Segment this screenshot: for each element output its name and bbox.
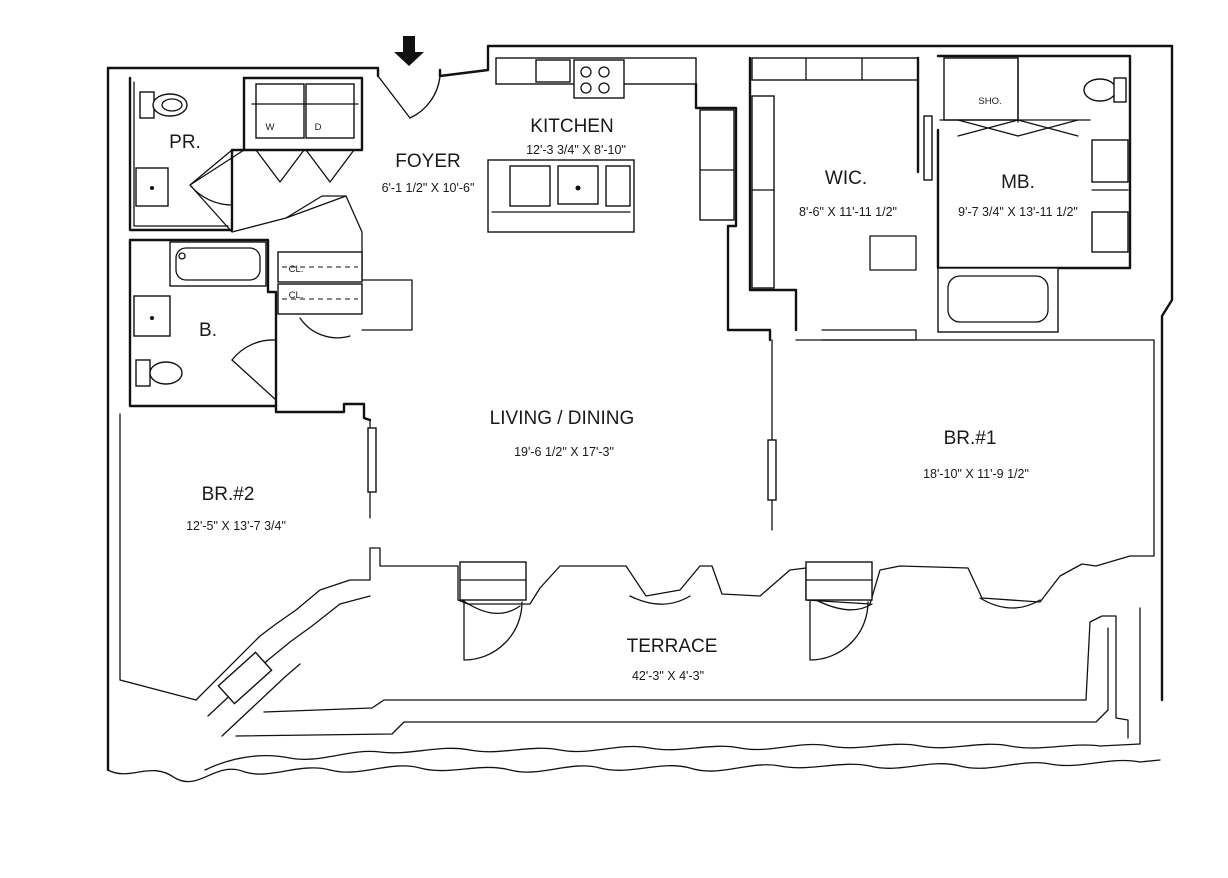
kitchen <box>487 57 738 233</box>
mb-dims: 9'-7 3/4" X 13'-11 1/2" <box>958 205 1078 219</box>
bedroom-2 <box>119 413 197 701</box>
foyer-dims: 6'-1 1/2" X 10'-6" <box>382 181 475 195</box>
br1-label: BR.#1 <box>944 428 997 449</box>
mb-label: MB. <box>1001 172 1035 193</box>
living-dining-dims: 19'-6 1/2" X 17'-3" <box>514 445 614 459</box>
shower-label: SHO. <box>978 96 1001 107</box>
kitchen-dims: 12'-3 3/4" X 8'-10" <box>526 143 626 157</box>
living-dining-label: LIVING / DINING <box>490 408 635 429</box>
closet-2-label: CL. <box>289 290 304 301</box>
terrace-label: TERRACE <box>627 636 718 657</box>
pr-label: PR. <box>169 132 201 153</box>
entry-door <box>377 68 442 119</box>
br2-dims: 12'-5" X 13'-7 3/4" <box>186 519 286 533</box>
exterior-walls <box>106 44 1174 783</box>
b-label: B. <box>199 320 217 341</box>
kitchen-label: KITCHEN <box>530 116 613 137</box>
bathroom-b <box>128 238 278 408</box>
entry-arrow-icon <box>394 36 424 66</box>
powder-room <box>128 76 246 232</box>
wic-label: WIC. <box>825 168 867 189</box>
living-dining <box>274 224 777 531</box>
room-labels: PR. W D FOYER 6'-1 1/2" X 10'-6" KITCHEN… <box>169 96 1078 683</box>
closet-1-label: CL. <box>289 264 304 275</box>
dryer-label: D <box>315 122 322 133</box>
laundry-closet <box>242 76 364 183</box>
terrace-dims: 42'-3" X 4'-3" <box>632 669 704 683</box>
wic-dims: 8'-6" X 11'-11 1/2" <box>799 205 897 219</box>
bedroom-1 <box>795 339 1155 567</box>
hall-closets <box>189 149 413 339</box>
walk-in-closet <box>748 56 933 332</box>
br2-label: BR.#2 <box>202 484 255 505</box>
foyer-label: FOYER <box>395 151 460 172</box>
terrace <box>195 547 1141 745</box>
washer-label: W <box>266 122 275 133</box>
br1-dims: 18'-10" X 11'-9 1/2" <box>923 467 1029 481</box>
master-bath <box>821 54 1132 341</box>
